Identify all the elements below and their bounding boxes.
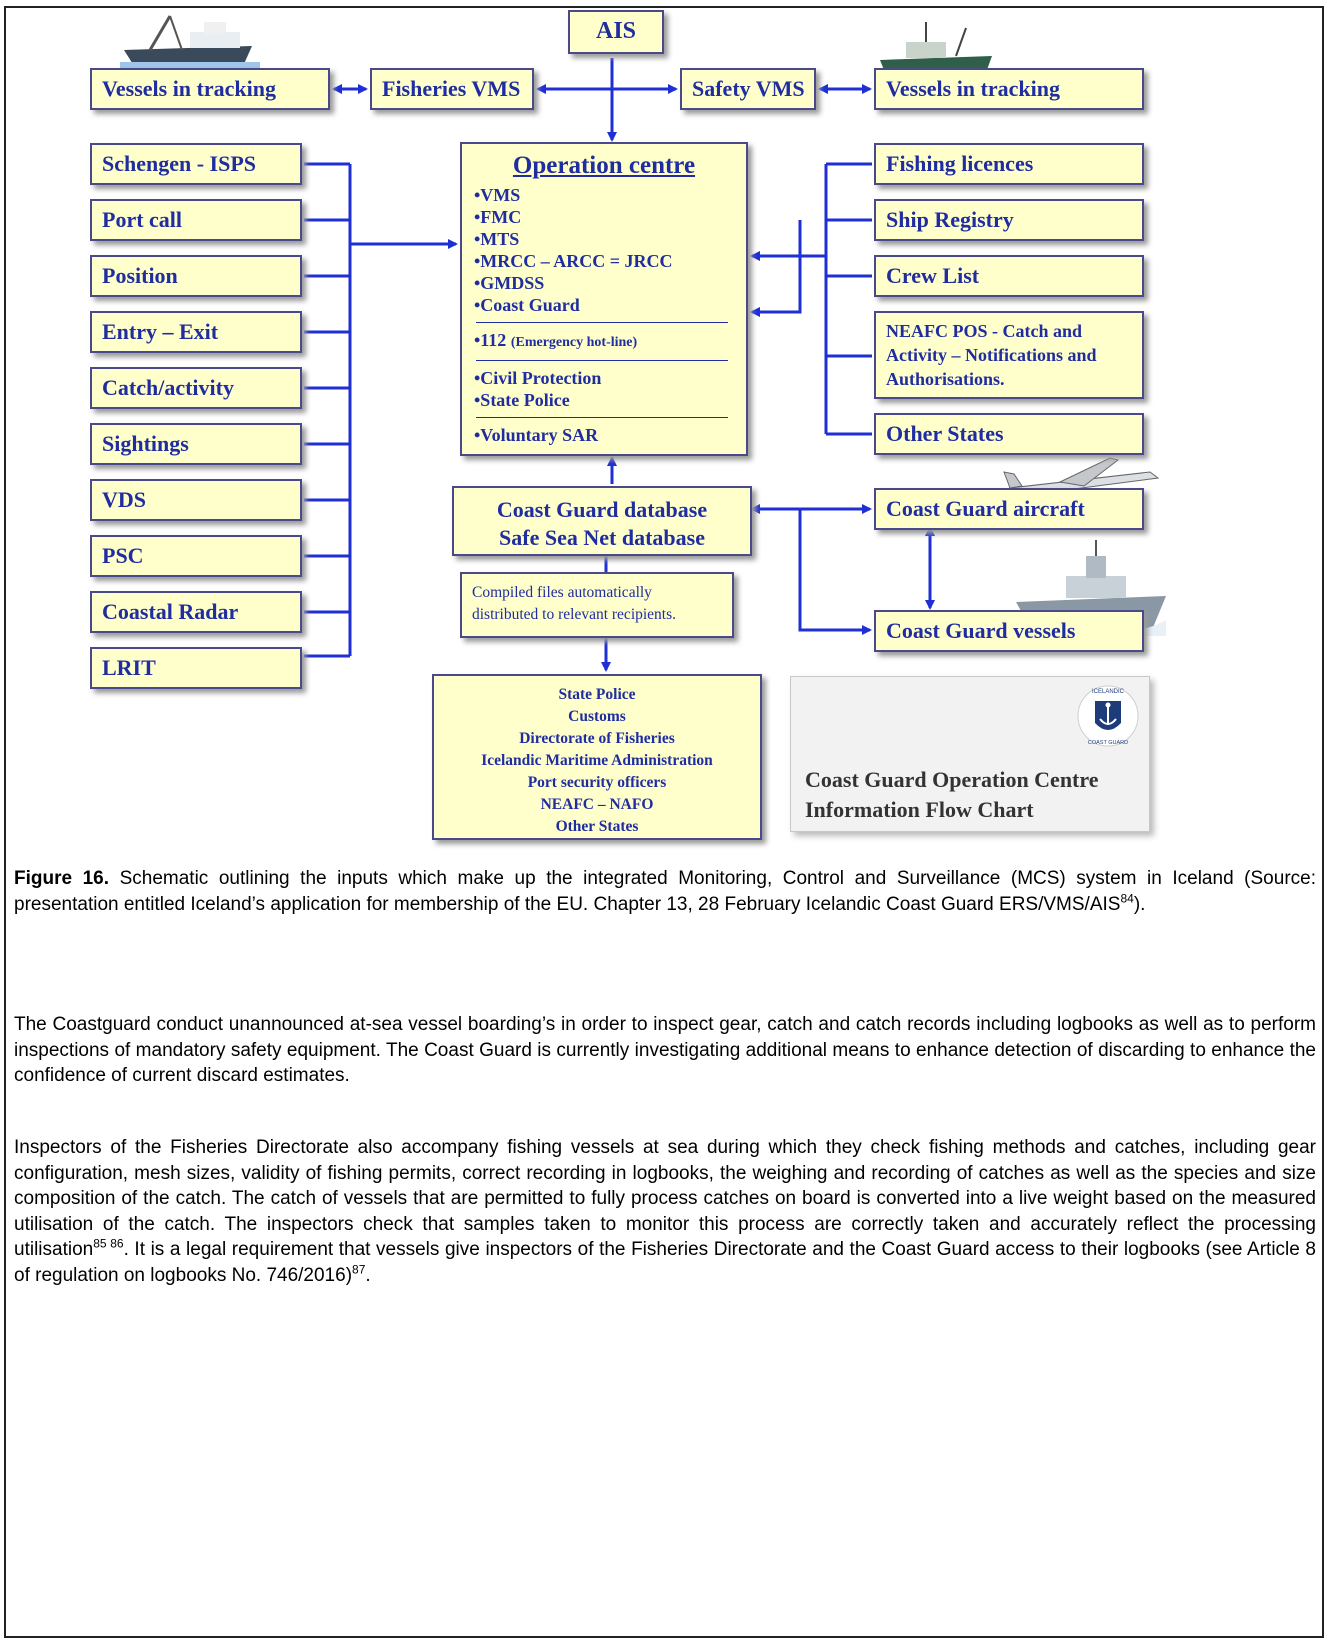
database-box: Coast Guard database Safe Sea Net databa…: [452, 486, 752, 556]
input-neafc-pos: NEAFC POS - Catch and Activity – Notific…: [874, 311, 1144, 399]
input-catch-activity: Catch/activity: [90, 367, 302, 409]
recipient: Customs: [568, 708, 626, 725]
logo-text-top: ICELANDIC: [1092, 689, 1125, 695]
distribution-note-box: Compiled files automatically distributed…: [460, 572, 734, 638]
recipient: State Police: [558, 686, 636, 703]
diagram-connectors: [304, 58, 935, 672]
opc-item: •VMS: [474, 185, 521, 205]
caption-text: Schematic outlining the inputs which mak…: [14, 868, 1316, 915]
opc-item: •FMC: [474, 207, 522, 227]
opc-hotline: •112 (Emergency hot-line): [462, 329, 746, 354]
coast-guard-aircraft-box: Coast Guard aircraft: [874, 488, 1144, 530]
note-line-1: Compiled files automatically: [472, 584, 652, 601]
recipient: Icelandic Maritime Administration: [481, 752, 713, 769]
operation-centre-box: Operation centre •VMS •FMC •MTS •MRCC – …: [460, 142, 748, 456]
input-other-states: Other States: [874, 413, 1144, 455]
recipient: Directorate of Fisheries: [519, 730, 675, 747]
flow-chart-title-line-1: Coast Guard Operation Centre: [805, 767, 1099, 792]
recipient: Port security officers: [527, 774, 667, 791]
paragraph-coastguard: The Coastguard conduct unannounced at-se…: [14, 1014, 1316, 1086]
neafc-line: Activity – Notifications and: [886, 345, 1097, 365]
input-ship-registry: Ship Registry: [874, 199, 1144, 241]
vessels-in-tracking-left-box: Vessels in tracking: [90, 68, 330, 110]
information-flow-diagram: AIS Vessels in tracking Fisheries VMS Sa…: [90, 10, 1166, 840]
input-schengen-isps: Schengen - ISPS: [90, 143, 302, 185]
ais-box: AIS: [568, 10, 664, 54]
opc-divider: [476, 322, 728, 323]
flow-chart-title-card: ICELANDIC COAST GUARD Coast Guard Operat…: [790, 676, 1150, 832]
input-coastal-radar: Coastal Radar: [90, 591, 302, 633]
opc-divider: [476, 360, 728, 361]
input-entry-exit: Entry – Exit: [90, 311, 302, 353]
recipients-box: State Police Customs Directorate of Fish…: [432, 674, 762, 840]
operation-centre-title: Operation centre: [512, 152, 696, 179]
opc-item: •GMDSS: [474, 273, 545, 293]
fisheries-vms-box: Fisheries VMS: [370, 68, 534, 110]
neafc-line: NEAFC POS - Catch and: [886, 321, 1083, 341]
figure-caption: Figure 16. Schematic outlining the input…: [14, 866, 1316, 917]
note-line-2: distributed to relevant recipients.: [472, 606, 677, 623]
paragraph-part: .: [365, 1264, 371, 1286]
input-lrit: LRIT: [90, 647, 302, 689]
opc-hotline-label: (Emergency hot-line): [510, 335, 638, 350]
vessels-in-tracking-right-box: Vessels in tracking: [874, 68, 1144, 110]
fishing-vessel-icon: [120, 15, 260, 68]
database-line-2: Safe Sea Net database: [499, 525, 705, 550]
page-frame: [4, 6, 1324, 1638]
opc-item: •Voluntary SAR: [474, 425, 599, 445]
input-position: Position: [90, 255, 302, 297]
opc-item: •State Police: [474, 390, 570, 410]
flow-chart-title: Coast Guard Operation Centre Information…: [805, 765, 1099, 825]
database-line-1: Coast Guard database: [496, 497, 708, 522]
paragraph-part: Inspectors of the Fisheries Directorate …: [14, 1137, 1316, 1260]
input-crew-list: Crew List: [874, 255, 1144, 297]
paragraph-part: . It is a legal requirement that vessels…: [14, 1239, 1316, 1286]
paragraph-inspectors: Inspectors of the Fisheries Directorate …: [14, 1135, 1316, 1288]
coast-guard-vessels-box: Coast Guard vessels: [874, 610, 1144, 652]
flow-chart-title-line-2: Information Flow Chart: [805, 797, 1034, 822]
input-psc: PSC: [90, 535, 302, 577]
figure-label: Figure 16.: [14, 868, 110, 889]
neafc-line: Authorisations.: [886, 369, 1005, 389]
input-vds: VDS: [90, 479, 302, 521]
opc-hotline-number: •112: [474, 330, 507, 350]
input-fishing-licences: Fishing licences: [874, 143, 1144, 185]
footnote-ref: 85 86: [93, 1236, 124, 1251]
coast-guard-logo-icon: ICELANDIC COAST GUARD: [1077, 685, 1139, 747]
opc-item: •Civil Protection: [474, 368, 602, 388]
footnote-ref: 84: [1120, 891, 1134, 906]
recipient: NEAFC – NAFO: [540, 796, 654, 813]
opc-item: •MTS: [474, 229, 520, 249]
opc-divider: [476, 417, 728, 418]
logo-text-bottom: COAST GUARD: [1088, 740, 1128, 746]
recipient: Other States: [555, 818, 639, 835]
footnote-ref: 87: [352, 1262, 366, 1277]
opc-item: •Coast Guard: [474, 295, 580, 315]
caption-end: ).: [1133, 893, 1146, 915]
input-port-call: Port call: [90, 199, 302, 241]
opc-item: •MRCC – ARCC = JRCC: [474, 251, 673, 271]
input-sightings: Sightings: [90, 423, 302, 465]
safety-vms-box: Safety VMS: [680, 68, 816, 110]
